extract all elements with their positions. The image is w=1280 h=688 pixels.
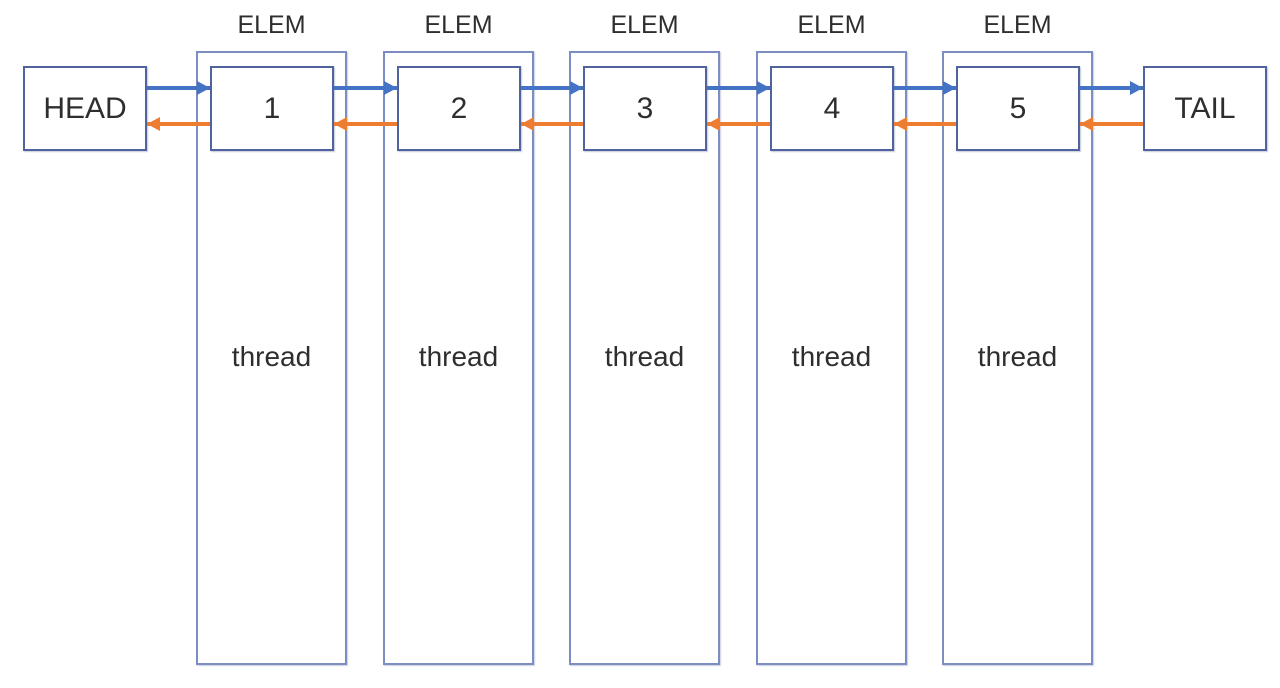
elem-type-label: ELEM: [610, 11, 679, 39]
backward-arrow-icon: [334, 117, 397, 131]
forward-arrow-icon: [1080, 81, 1143, 95]
elem-value-box: 4: [770, 66, 894, 151]
elem-value-box: 1: [210, 66, 334, 151]
forward-arrow-icon: [521, 81, 583, 95]
thread-label: thread: [604, 341, 685, 372]
elem-type-label: ELEM: [797, 11, 866, 39]
forward-arrow-icon: [894, 81, 956, 95]
forward-arrow-icon: [707, 81, 770, 95]
backward-arrow-icon: [521, 117, 583, 131]
elem-type-label: ELEM: [424, 11, 493, 39]
thread-label: thread: [977, 341, 1058, 372]
elem-value-box: 2: [397, 66, 521, 151]
elem-value: 1: [263, 91, 281, 125]
elem-value: 4: [823, 91, 841, 125]
tail-label: TAIL: [1174, 91, 1236, 125]
elem-thread-box: thread: [196, 51, 347, 665]
elem-type-label: ELEM: [237, 11, 306, 39]
elem-thread-box: thread: [756, 51, 907, 665]
elem-type-label: ELEM: [983, 11, 1052, 39]
elem-thread-box: thread: [383, 51, 534, 665]
backward-arrow-icon: [894, 117, 956, 131]
head-label: HEAD: [43, 91, 127, 125]
head-node-box: HEAD: [23, 66, 147, 151]
thread-label: thread: [231, 341, 312, 372]
thread-label: thread: [791, 341, 872, 372]
backward-arrow-icon: [1080, 117, 1143, 131]
backward-arrow-icon: [707, 117, 770, 131]
backward-arrow-icon: [147, 117, 210, 131]
elem-value: 3: [636, 91, 654, 125]
elem-value: 5: [1009, 91, 1027, 125]
tail-node-box: TAIL: [1143, 66, 1267, 151]
thread-label: thread: [418, 341, 499, 372]
forward-arrow-icon: [147, 81, 210, 95]
elem-thread-box: thread: [569, 51, 720, 665]
forward-arrow-icon: [334, 81, 397, 95]
elem-value-box: 5: [956, 66, 1080, 151]
elem-thread-box: thread: [942, 51, 1093, 665]
elem-value: 2: [450, 91, 468, 125]
elem-value-box: 3: [583, 66, 707, 151]
